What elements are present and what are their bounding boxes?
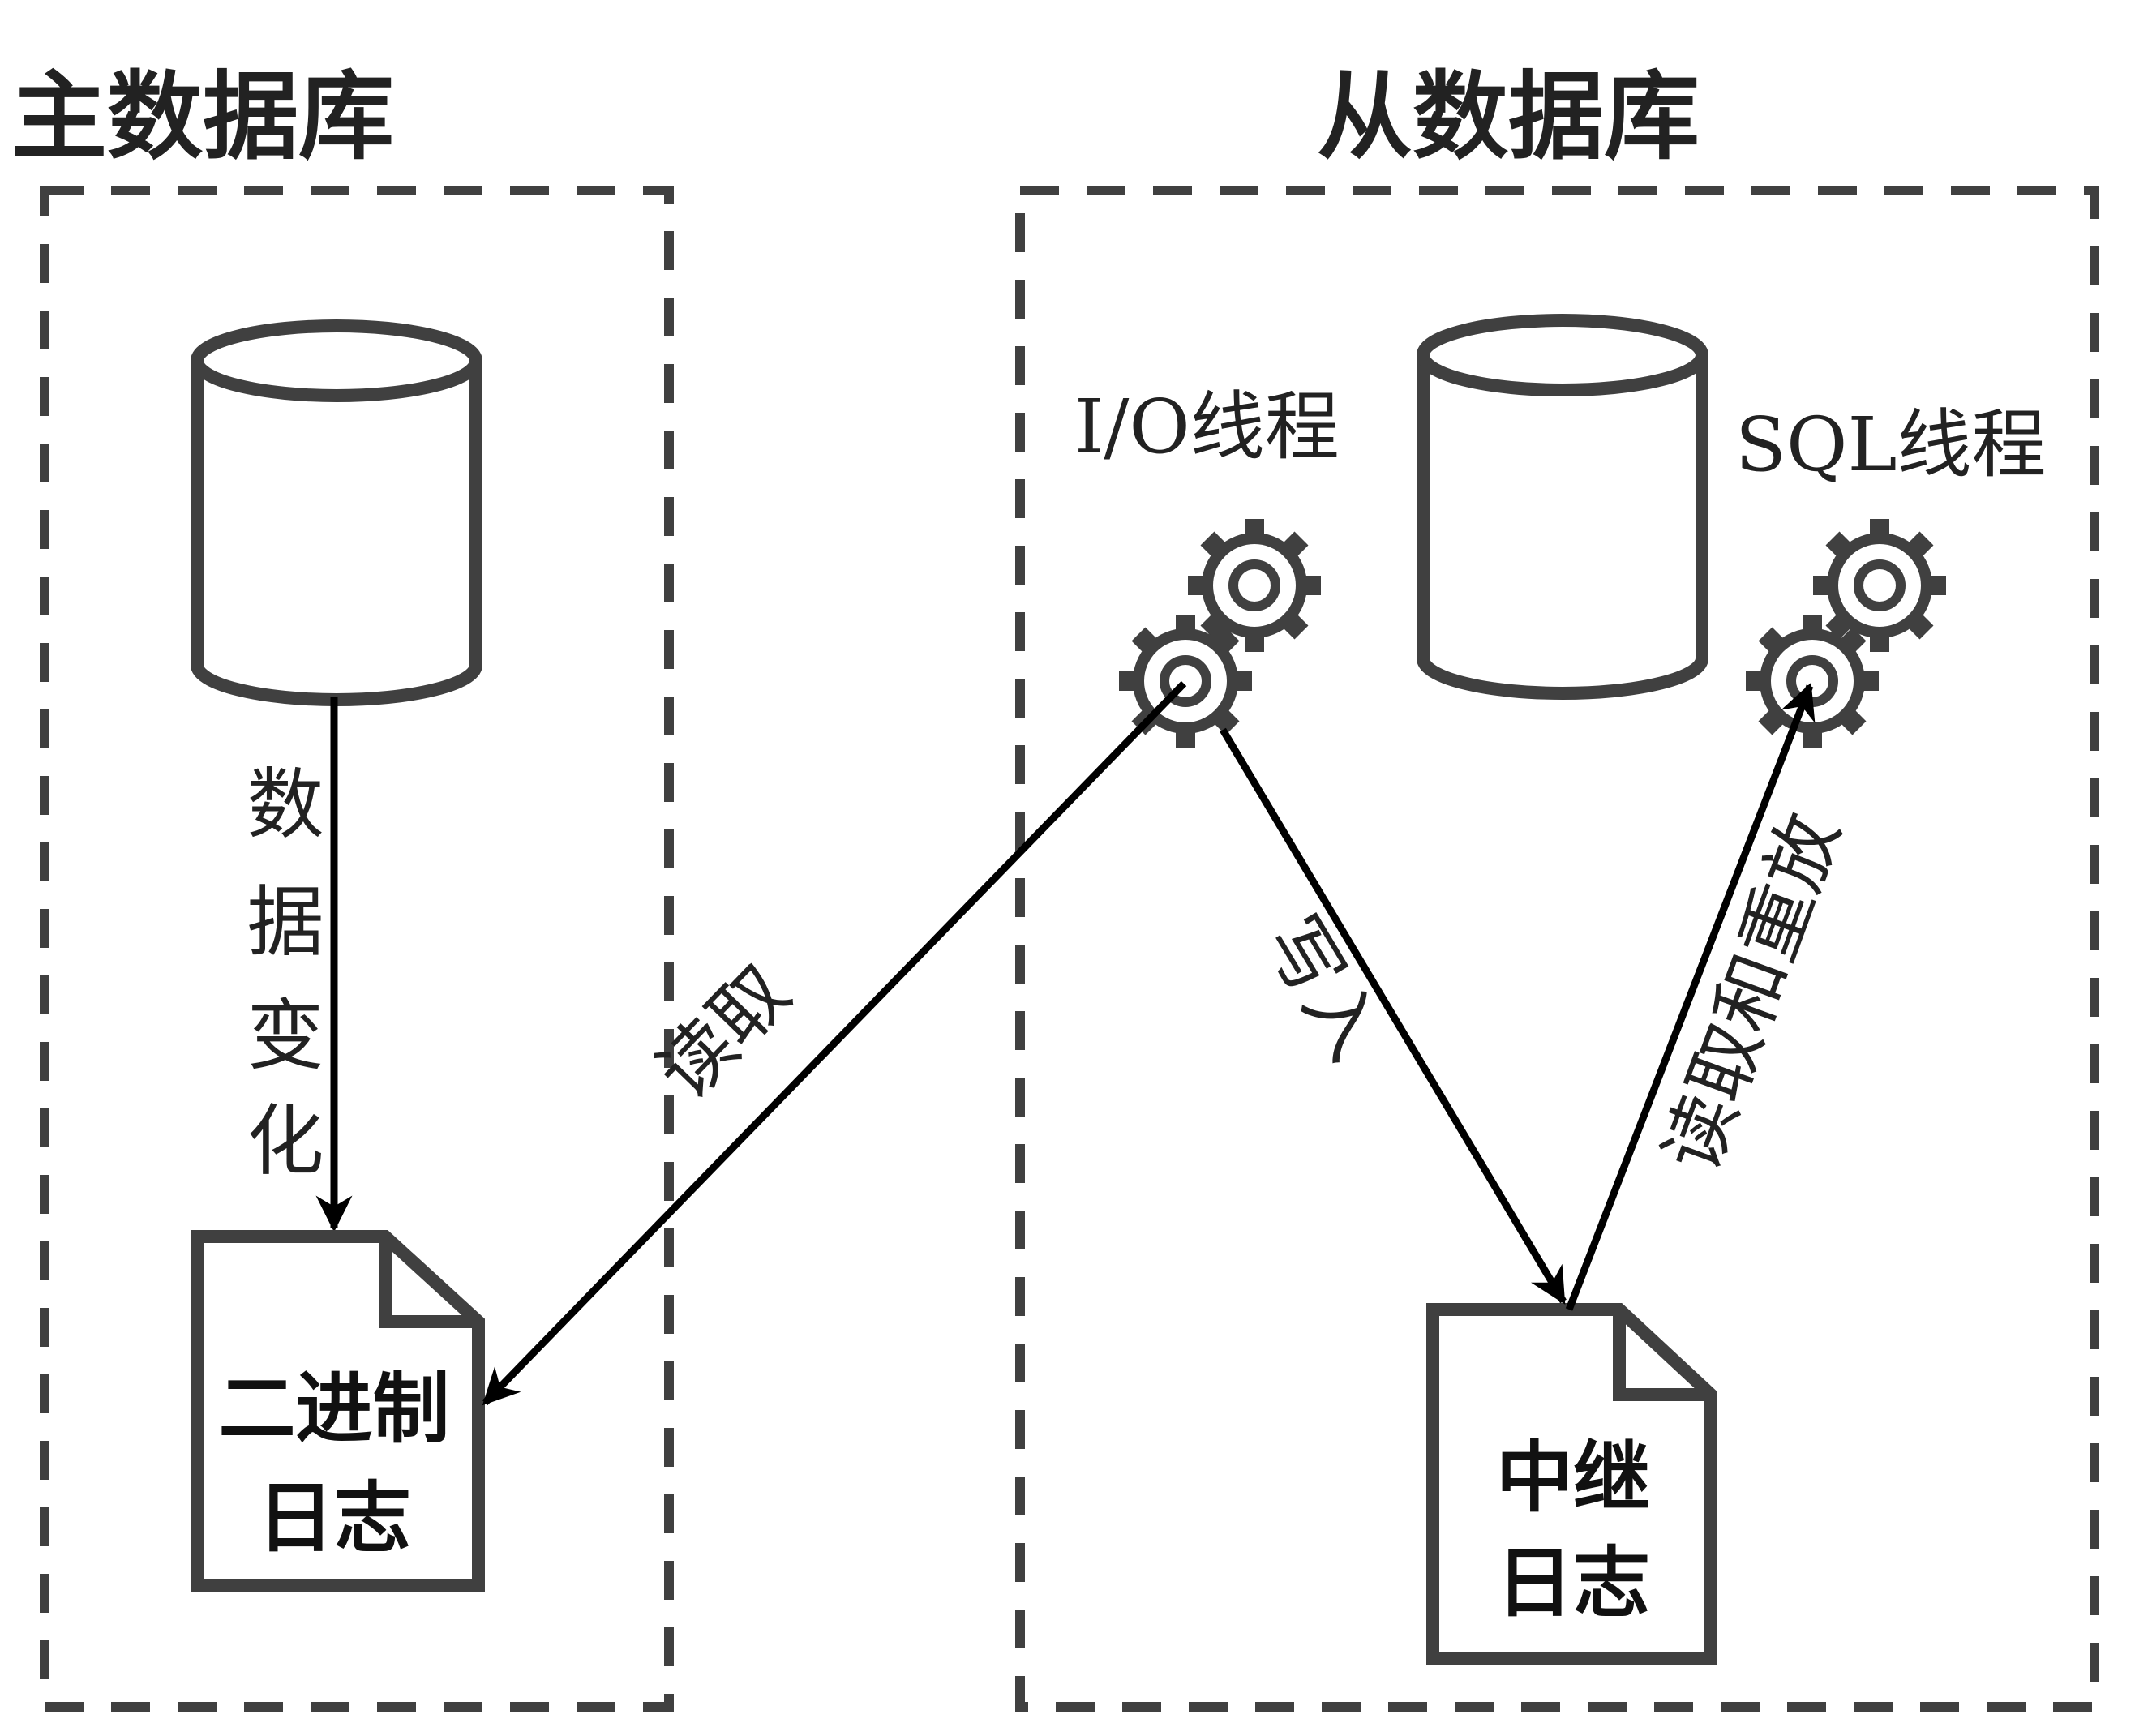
data-change-char-3: 变 [247, 992, 324, 1081]
io-gear-top-icon [1188, 519, 1321, 652]
data-change-char-4: 化 [247, 1097, 324, 1186]
binlog-label: 二进制 日志 [218, 1365, 449, 1563]
data-change-char-2: 据 [247, 878, 324, 967]
relay-log-label: 中继 日志 [1496, 1434, 1650, 1628]
read-replay-label: 读取和重放 [1647, 803, 1856, 1183]
io-thread-label: I/O线程 [1074, 384, 1340, 470]
relay-log-document-icon [1426, 1303, 1717, 1665]
write-arrow [1220, 727, 1567, 1305]
slave-dashed-border [1015, 186, 2099, 1712]
binlog-document-icon [191, 1230, 485, 1592]
slave-database-icon [1417, 314, 1708, 700]
sql-gear-top-icon [1813, 519, 1946, 652]
relay-log-label-line-1: 中继 [1496, 1434, 1650, 1523]
read-replay-arrow [1565, 682, 1816, 1311]
binlog-label-line-2: 日志 [257, 1474, 411, 1563]
data-change-label: 数 据 变 化 [247, 761, 324, 1186]
sql-gear-bottom-icon [1746, 615, 1879, 748]
slave-db-group: 从数据库 I/O线程 SQL线程 中继 日志 [1015, 60, 2099, 1712]
read-arrow [482, 680, 1187, 1406]
sql-thread-gears [1746, 519, 1946, 748]
master-db-group: 主数据库 数 据 变 化 二进制 日志 [11, 60, 674, 1712]
io-thread-gears [1119, 519, 1321, 748]
master-database-icon [191, 319, 482, 706]
data-change-char-1: 数 [247, 761, 324, 850]
slave-title: 从数据库 [1317, 60, 1700, 173]
relay-log-label-line-2: 日志 [1496, 1539, 1650, 1628]
binlog-label-line-1: 二进制 [218, 1365, 449, 1454]
master-title: 主数据库 [11, 60, 394, 173]
sql-thread-label: SQL线程 [1735, 401, 2047, 488]
